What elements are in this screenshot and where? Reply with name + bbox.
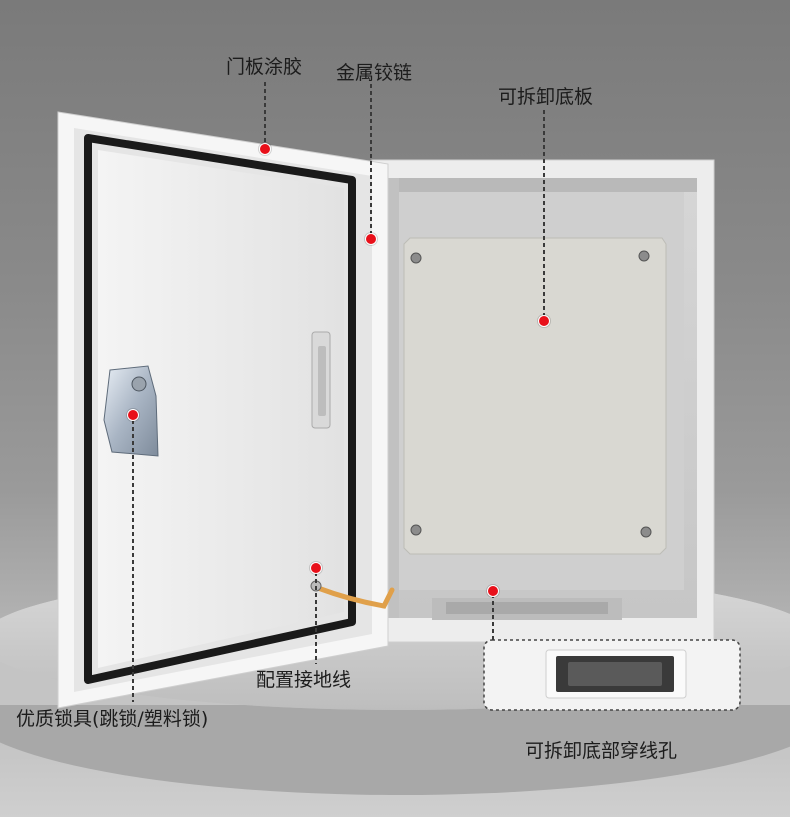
callout-dot-hinge [365, 233, 377, 245]
callout-cable-hole-plate: 可拆卸底部穿线孔 [525, 740, 678, 762]
callout-dot-door-glue [259, 143, 271, 155]
callout-dot-lock [127, 409, 139, 421]
cabinet-door [57, 111, 389, 709]
callout-door-glue: 门板涂胶 [226, 56, 303, 78]
callout-metal-hinge: 金属铰链 [336, 62, 413, 84]
callout-removable-plate: 可拆卸底板 [498, 86, 594, 108]
callout-grounding-wire: 配置接地线 [256, 669, 352, 691]
callout-dot-ground [310, 562, 322, 574]
callout-dot-plate [538, 315, 550, 327]
cable-entry-slot [432, 598, 622, 620]
callout-quality-lock: 优质锁具(跳锁/塑料锁) [16, 708, 209, 730]
cable-hole-plate-inset [483, 639, 741, 711]
callout-dot-cable-hole [487, 585, 499, 597]
mounting-plate [403, 237, 667, 555]
